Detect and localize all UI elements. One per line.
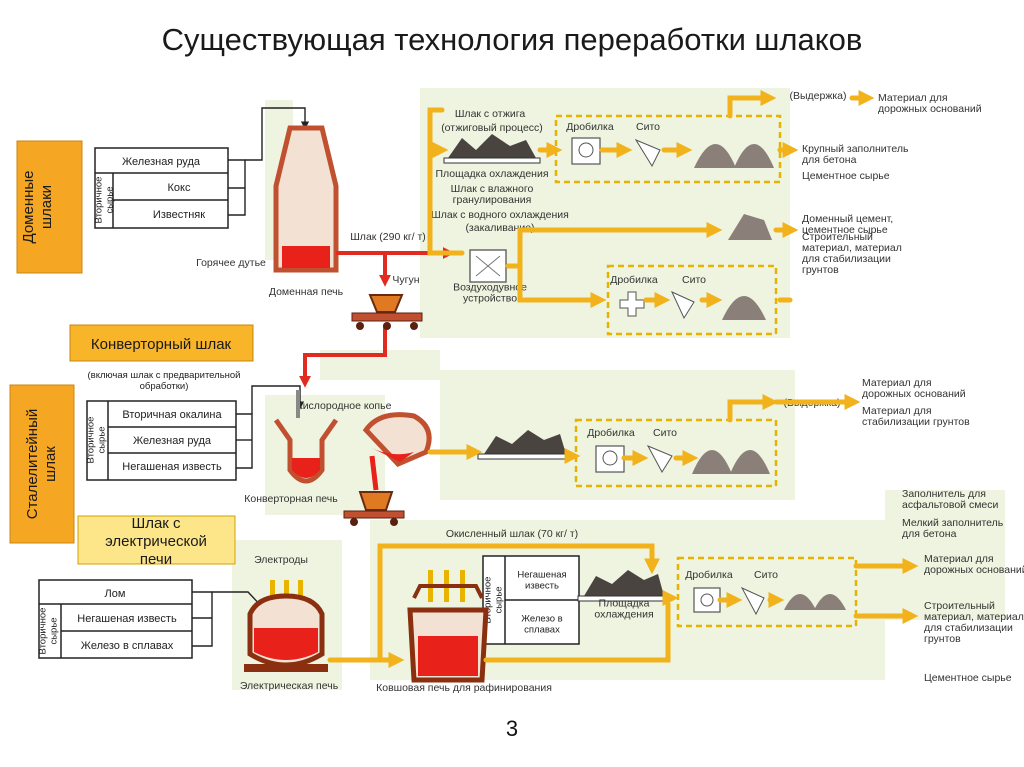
ladle-table-side: Вторичноесырье xyxy=(483,577,505,624)
page-title: Существующая технология переработки шлак… xyxy=(161,22,863,57)
crusher-3-icon xyxy=(595,445,625,473)
section-converter: Конверторный шлак xyxy=(69,324,254,362)
air-blower-icon xyxy=(469,249,507,283)
product-pile-4 xyxy=(784,594,846,610)
electric-table-side: Вторичноесырье xyxy=(38,608,60,655)
converter-furnace xyxy=(273,418,339,484)
crusher-3-label: Дробилка xyxy=(587,427,635,439)
slag-pot-car xyxy=(343,491,405,526)
sieve-2-icon xyxy=(670,290,695,320)
blast-input-table xyxy=(94,147,229,229)
processing-box-4 xyxy=(676,556,858,628)
aging-1-label: (Выдержка) xyxy=(789,90,846,102)
blast-furnace xyxy=(273,125,339,273)
product-pile-2 xyxy=(722,296,766,320)
annealing-process-label: (отжиговый процесс) xyxy=(441,122,543,134)
ladle-furnace xyxy=(407,570,489,683)
cooling-area-1-label: Площадка охлаждения xyxy=(435,168,548,180)
torpedo-car xyxy=(351,294,423,330)
electric-input-table xyxy=(38,579,193,659)
electric-furnace xyxy=(244,580,328,672)
crusher-2-icon xyxy=(619,291,645,317)
cement-pile xyxy=(728,214,772,240)
crusher-1-label: Дробилка xyxy=(566,121,614,133)
electric-table-row: Негашеная известь xyxy=(77,613,177,625)
blast-furnace-label: Доменная печь xyxy=(269,286,344,298)
hot-blast-label: Горячее дутье xyxy=(196,257,266,269)
output-label: Цементное сырье xyxy=(924,672,1012,684)
output-arrows xyxy=(773,89,875,303)
sieve-4-icon xyxy=(740,586,765,616)
electric-table-row: Железо в сплавах xyxy=(81,640,174,652)
converter-table-row: Негашеная известь xyxy=(122,461,222,473)
oxidized-slag-label: Окисленный шлак (70 кг/ т) xyxy=(446,528,578,540)
electric-flow-arrows xyxy=(327,543,919,669)
blast-table-row: Известняк xyxy=(153,209,205,221)
pig-iron-label: Чугун xyxy=(392,274,419,286)
sieve-2-label: Сито xyxy=(682,274,706,286)
converter-table-side: Вторичноесырье xyxy=(86,417,108,464)
quenching-label: (закаливание) xyxy=(465,222,534,234)
electric-furnace-label: Электрическая печь xyxy=(240,680,339,692)
section-converter-label: Конверторный шлак xyxy=(91,336,232,353)
oxygen-lance-label: Кислородное копье xyxy=(297,400,392,412)
output-label: Доменный цемент,цементное сырье xyxy=(802,213,893,236)
slag-290-label: Шлак (290 кг/ т) xyxy=(350,231,426,243)
ladle-furnace-label: Ковшовая печь для рафинирования xyxy=(376,682,552,694)
section-blast-line1: Доменныешлаки xyxy=(20,170,55,243)
blast-table-side: Вторичноесырье xyxy=(94,177,116,224)
product-pile-1 xyxy=(694,144,774,168)
water-cooling-label: Шлак с водного охлаждения xyxy=(431,209,569,221)
sieve-1-label: Сито xyxy=(636,121,660,133)
sieve-1-icon xyxy=(634,138,661,168)
converter-input-table xyxy=(86,400,237,481)
crusher-2-label: Дробилка xyxy=(610,274,658,286)
converter-table-row: Железная руда xyxy=(133,435,212,447)
section-steel: Сталелитейныйшлак xyxy=(9,384,75,544)
tilted-converter xyxy=(362,412,432,491)
cooling-pile-1 xyxy=(443,134,541,164)
blast-table-row: Кокс xyxy=(168,182,191,194)
converter-furnace-label: Конверторная печь xyxy=(244,493,338,505)
oxygen-lance-icon xyxy=(296,390,300,418)
sieve-3-label: Сито xyxy=(653,427,677,439)
output-label: Цементное сырье xyxy=(802,170,890,182)
crusher-4-label: Дробилка xyxy=(685,569,733,581)
converter-flow-arrows xyxy=(427,393,861,467)
sieve-4-label: Сито xyxy=(754,569,778,581)
sieve-3-icon xyxy=(646,444,673,473)
page-number: 3 xyxy=(505,716,519,741)
electric-table-header: Лом xyxy=(105,588,126,600)
section-blast: Доменныешлаки xyxy=(16,140,83,274)
annealed-slag-label: Шлак с отжига xyxy=(455,108,526,120)
product-pile-3 xyxy=(692,450,770,474)
electrodes-label: Электроды xyxy=(254,554,308,566)
processing-box-2 xyxy=(606,264,778,336)
crusher-1-icon xyxy=(571,137,601,165)
processing-box-3 xyxy=(574,418,778,488)
converter-table-row: Вторичная окалина xyxy=(122,409,222,421)
crusher-4-icon xyxy=(693,587,721,613)
section-steel-label: Сталелитейныйшлак xyxy=(24,409,59,519)
blast-table-header: Железная руда xyxy=(122,156,201,168)
processing-box-1 xyxy=(554,114,782,184)
